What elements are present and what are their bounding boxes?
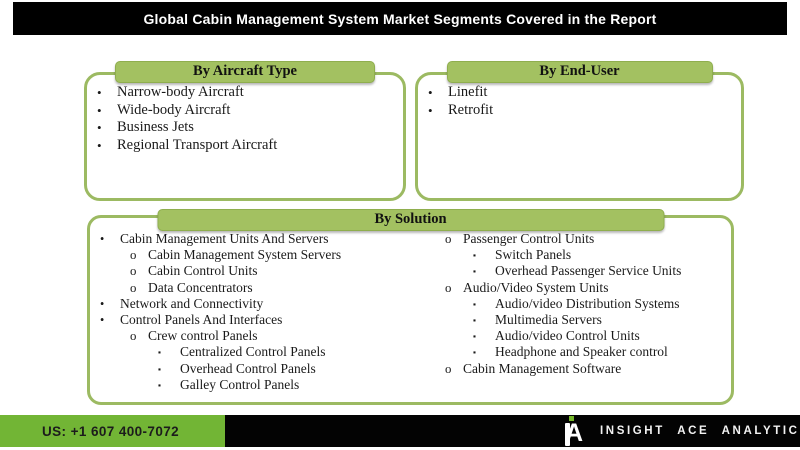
list-item-label: Overhead Control Panels <box>180 360 316 376</box>
bullet-icon: ▪ <box>158 364 161 374</box>
list-item: ▪ Overhead Control Panels <box>98 361 416 377</box>
page-title: Global Cabin Management System Market Se… <box>143 10 657 27</box>
bullet-icon: ▪ <box>158 348 161 358</box>
end-user-list: • Linefit • Retrofit <box>426 84 735 119</box>
list-item: o Cabin Management System Servers <box>98 247 416 263</box>
brand-name: INSIGHT ACE ANALYTIC <box>600 425 800 437</box>
bullet-icon: o <box>130 264 137 279</box>
list-item: • Regional Transport Aircraft <box>95 137 397 155</box>
bullet-icon: o <box>445 280 452 295</box>
list-item: • Network and Connectivity <box>98 296 416 312</box>
list-item-label: Cabin Management Software <box>463 360 622 376</box>
list-item: ▪ Audio/video Distribution Systems <box>413 296 725 312</box>
list-item-label: Cabin Management System Servers <box>148 247 342 263</box>
insight-ace-logo-icon: A <box>560 416 590 447</box>
bullet-icon: • <box>428 102 433 118</box>
list-item: ▪ Galley Control Panels <box>98 377 416 393</box>
list-item-label: Crew control Panels <box>148 328 258 344</box>
bullet-icon: ▪ <box>473 316 476 326</box>
list-item-label: Centralized Control Panels <box>180 344 326 360</box>
bullet-icon: • <box>100 313 105 328</box>
list-item: ▪ Switch Panels <box>413 247 725 263</box>
end-user-box: By End-User • Linefit • Retrofit <box>415 61 744 201</box>
aircraft-type-list: • Narrow-body Aircraft • Wide-body Aircraft… <box>95 84 397 154</box>
list-item: ▪ Headphone and Speaker control <box>413 344 725 360</box>
list-item-label: Data Concentrators <box>148 279 253 295</box>
solution-header: By Solution <box>157 209 664 231</box>
list-item: ▪ Overhead Passenger Service Units <box>413 263 725 279</box>
list-item: • Retrofit <box>426 102 735 120</box>
list-item-label: Wide-body Aircraft <box>117 101 231 118</box>
bullet-icon: ▪ <box>473 348 476 358</box>
list-item-label: Overhead Passenger Service Units <box>495 263 682 279</box>
phone-number: US: +1 607 400-7072 <box>42 423 180 439</box>
header-bar: Global Cabin Management System Market Se… <box>13 2 787 35</box>
list-item-label: Audio/video Control Units <box>495 328 640 344</box>
list-item: • Wide-body Aircraft <box>95 102 397 120</box>
list-item-label: Cabin Control Units <box>148 263 258 279</box>
bullet-icon: • <box>100 296 105 311</box>
bullet-icon: o <box>445 232 452 246</box>
bullet-icon: ▪ <box>158 380 161 390</box>
logo-green-square-icon <box>569 416 574 421</box>
list-item: ▪ Centralized Control Panels <box>98 344 416 360</box>
bullet-icon: o <box>130 329 137 344</box>
list-item: o Crew control Panels <box>98 328 416 344</box>
list-item: • Business Jets <box>95 119 397 137</box>
aircraft-type-header: By Aircraft Type <box>115 61 375 83</box>
solution-list-right: o Passenger Control Units ▪ Switch Panels ▪ O… <box>413 231 725 377</box>
footer-phone-strip: US: +1 607 400-7072 <box>0 415 225 447</box>
list-item: • Narrow-body Aircraft <box>95 84 397 102</box>
bullet-icon: ▪ <box>473 251 476 261</box>
list-item: o Cabin Management Software <box>413 361 725 377</box>
list-item: o Cabin Control Units <box>98 263 416 279</box>
list-item-label: Passenger Control Units <box>463 231 595 246</box>
end-user-header: By End-User <box>446 61 713 83</box>
list-item: ▪ Audio/video Control Units <box>413 328 725 344</box>
bullet-icon: o <box>445 361 452 376</box>
bullet-icon: • <box>97 85 102 100</box>
list-item: • Control Panels And Interfaces <box>98 312 416 328</box>
list-item-label: Narrow-body Aircraft <box>117 84 244 100</box>
footer-brand-bar: A INSIGHT ACE ANALYTIC <box>225 415 800 447</box>
bullet-icon: • <box>97 137 102 153</box>
list-item-label: Switch Panels <box>495 247 572 263</box>
bullet-icon: • <box>428 85 433 100</box>
bullet-icon: • <box>100 232 105 246</box>
list-item-label: Cabin Management Units And Servers <box>120 231 329 246</box>
list-item-label: Headphone and Speaker control <box>495 344 668 360</box>
list-item: ▪ Multimedia Servers <box>413 312 725 328</box>
list-item-label: Audio/Video System Units <box>463 279 609 295</box>
list-item: • Linefit <box>426 84 735 102</box>
list-item: o Audio/Video System Units <box>413 280 725 296</box>
list-item: • Cabin Management Units And Servers <box>98 231 416 247</box>
logo-letter: A <box>565 419 584 447</box>
bullet-icon: ▪ <box>473 332 476 342</box>
logo-stem-icon <box>565 423 570 446</box>
list-item-label: Control Panels And Interfaces <box>120 312 283 328</box>
list-item-label: Linefit <box>448 84 488 100</box>
list-item: o Passenger Control Units <box>413 231 725 247</box>
list-item-label: Regional Transport Aircraft <box>117 136 278 153</box>
solution-box: By Solution • Cabin Management Units And … <box>87 209 734 405</box>
aircraft-type-box: By Aircraft Type • Narrow-body Aircraft • W… <box>84 61 406 201</box>
bullet-icon: • <box>97 120 102 136</box>
bullet-icon: o <box>130 248 137 263</box>
list-item-label: Audio/video Distribution Systems <box>495 295 680 311</box>
bullet-icon: ▪ <box>473 267 476 277</box>
bullet-icon: o <box>130 280 137 295</box>
list-item-label: Network and Connectivity <box>120 295 264 311</box>
list-item-label: Retrofit <box>448 101 494 118</box>
list-item: o Data Concentrators <box>98 280 416 296</box>
list-item-label: Galley Control Panels <box>180 376 300 392</box>
bullet-icon: • <box>97 102 102 118</box>
list-item-label: Business Jets <box>117 119 194 136</box>
bullet-icon: ▪ <box>473 299 476 309</box>
list-item-label: Multimedia Servers <box>495 312 602 328</box>
